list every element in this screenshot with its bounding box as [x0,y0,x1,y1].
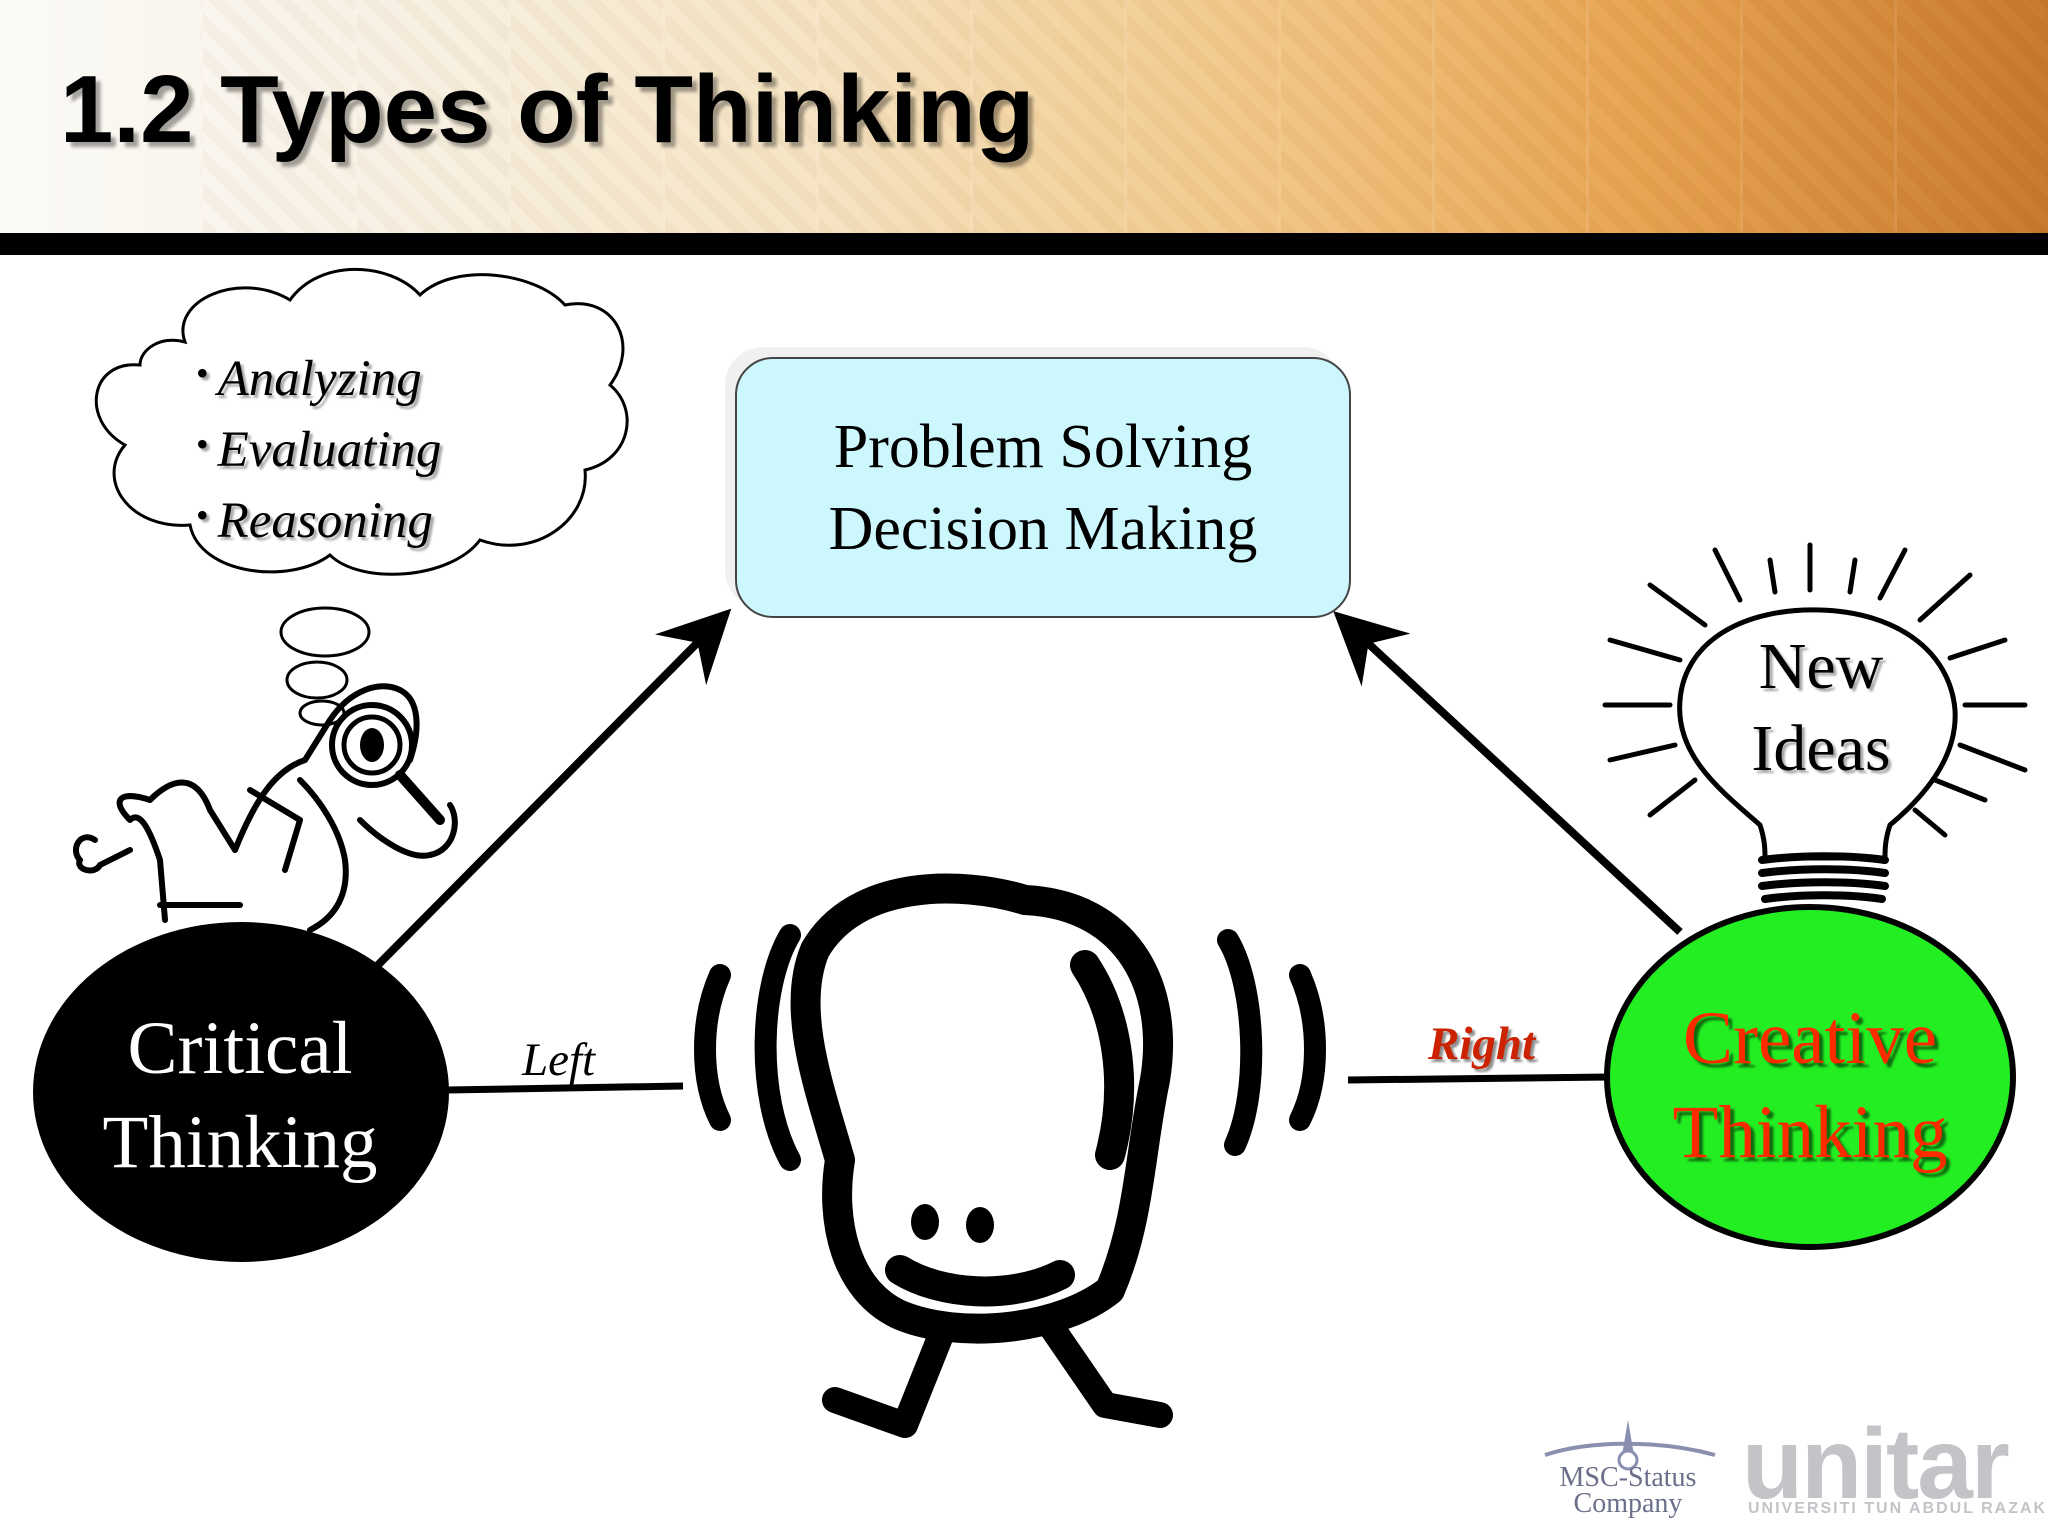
list-item: Analyzing [196,346,441,417]
brain-eye-right [966,1207,994,1243]
ideas-line: Ideas [1751,712,1891,785]
critical-line: Critical [127,1007,353,1090]
msc-status-logo [1544,1420,1716,1471]
critical-thinking-ellipse [33,922,449,1262]
new-ideas-label: New Ideas [1726,626,1916,790]
right-connector-line [1347,1073,1611,1084]
header-photo-tile [816,0,970,233]
detective-icon [73,683,458,933]
problem-solving-box: Problem Solving Decision Making [735,357,1351,618]
creative-thinking-label: Creative Thinking [1610,992,2010,1180]
brain-head-icon [694,873,1326,1438]
header-photo-tile [1432,0,1586,233]
header-photo-tile [354,0,508,233]
brain-eye-left [911,1204,939,1240]
header-photo-tile [200,0,354,233]
light-bulb-icon [1602,542,2028,903]
header-photo-tile [1894,0,2048,233]
header-photo-tile [1124,0,1278,233]
header-photo-tile [1740,0,1894,233]
header-photo-tile [508,0,662,233]
right-brain-label: Right [1428,1018,1536,1070]
header-photo-tile [1278,0,1432,233]
problem-solving-label: Problem Solving [833,412,1253,481]
thinking-skills-list: Analyzing Evaluating Reasoning [196,346,442,559]
arrow-critical-to-box [372,608,732,971]
unitar-logo: unitar UNIVERSITI TUN ABDUL RAZAK [1742,1414,2045,1517]
unitar-wordmark: unitar [1742,1408,2010,1520]
header-banner: 1.2 Types of Thinking [0,0,2048,233]
header-photo-tile [970,0,1124,233]
critical-thinking-line: Thinking [102,1101,378,1184]
left-connector-line [446,1082,684,1094]
header-divider [0,233,2048,255]
header-photo-tile [662,0,816,233]
msc-line1: MSC-Status [1559,1462,1697,1493]
creative-thinking-line: Thinking [1672,1091,1948,1174]
arrow-creative-to-box [1333,611,1683,935]
new-line: New [1758,630,1884,703]
left-brain-label: Left [522,1034,596,1086]
msc-line2: Company [1573,1488,1683,1519]
msc-status-text: MSC-Status Company [1538,1384,1718,1518]
unitar-subtitle: UNIVERSITI TUN ABDUL RAZAK [1748,1500,2048,1517]
header-photo-tile [1586,0,1740,233]
critical-thinking-label: Critical Thinking [40,1002,440,1190]
slide-title: 1.2 Types of Thinking [60,56,1035,163]
list-item: Evaluating [196,417,442,488]
list-item: Reasoning [196,488,441,559]
decision-making-label: Decision Making [828,494,1258,563]
creative-line: Creative [1682,997,1938,1080]
header-photo-strip [200,0,2048,233]
